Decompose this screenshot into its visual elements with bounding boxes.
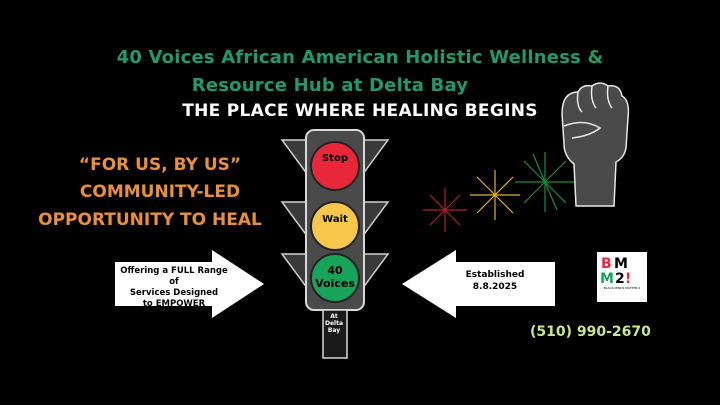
stop-light	[310, 141, 360, 191]
slogan-line-1: “FOR US, BY US”	[78, 155, 242, 175]
title-line-2: Resource Hub at Delta Bay	[191, 75, 469, 96]
traffic-light-pole	[322, 309, 348, 359]
fireworks-icon	[423, 152, 575, 232]
left-arrow-head	[212, 250, 264, 318]
logo-letter-5: !	[625, 271, 632, 287]
firework-green	[515, 152, 575, 212]
pole-label-line-3: Bay	[327, 327, 341, 334]
right-arrow-line-1: Established	[465, 270, 525, 280]
tagline: THE PLACE WHERE HEALING BEGINS	[182, 101, 538, 121]
left-arrow-line-1: Offering a FULL Range of	[120, 266, 228, 287]
firework-red	[423, 188, 467, 232]
go-light	[310, 253, 360, 303]
slogan-line-2: COMMUNITY-LED	[79, 182, 241, 202]
title-line-1: 40 Voices African American Holistic Well…	[116, 47, 604, 68]
wait-label: Wait	[322, 214, 348, 225]
phone-number: (510) 990-2670	[530, 324, 651, 340]
logo-letter-4: 2	[615, 271, 625, 287]
logo-tagline: BLACK MINDS MATTER 2	[603, 286, 641, 290]
traffic-light	[280, 129, 390, 359]
firework-gold	[470, 170, 520, 220]
go-label-line-2: Voices	[315, 277, 355, 290]
left-arrow-line-3: to EMPOWER	[142, 299, 206, 309]
slogan-line-3: OPPORTUNITY TO HEAL	[38, 210, 262, 230]
right-arrow-text: Established 8.8.2025	[440, 269, 550, 293]
left-arrow-body	[115, 262, 213, 306]
right-arrow-body	[455, 262, 555, 306]
left-arrow-text: Offering a FULL Range of Services Design…	[115, 266, 233, 310]
stop-label: Stop	[321, 153, 348, 164]
pole-label: At Delta Bay	[320, 313, 348, 334]
logo-letter-3: M	[600, 271, 614, 287]
raised-fist-icon	[561, 82, 630, 207]
pole-label-line-2: Delta	[324, 320, 344, 327]
right-arrow-line-2: 8.8.2025	[472, 282, 518, 292]
go-label-line-1: 40	[327, 264, 343, 277]
pole-label-line-1: At	[330, 313, 338, 320]
wait-light	[310, 201, 360, 251]
left-arrow-line-2: Services Designed	[129, 288, 219, 298]
bmm2-logo: B M M 2 ! BLACK MINDS MATTER 2	[597, 252, 647, 302]
logo-letter-2: M	[614, 256, 628, 272]
logo-letter-1: B	[601, 256, 612, 272]
go-label: 40 Voices	[305, 264, 365, 290]
right-arrow-head	[402, 250, 456, 318]
